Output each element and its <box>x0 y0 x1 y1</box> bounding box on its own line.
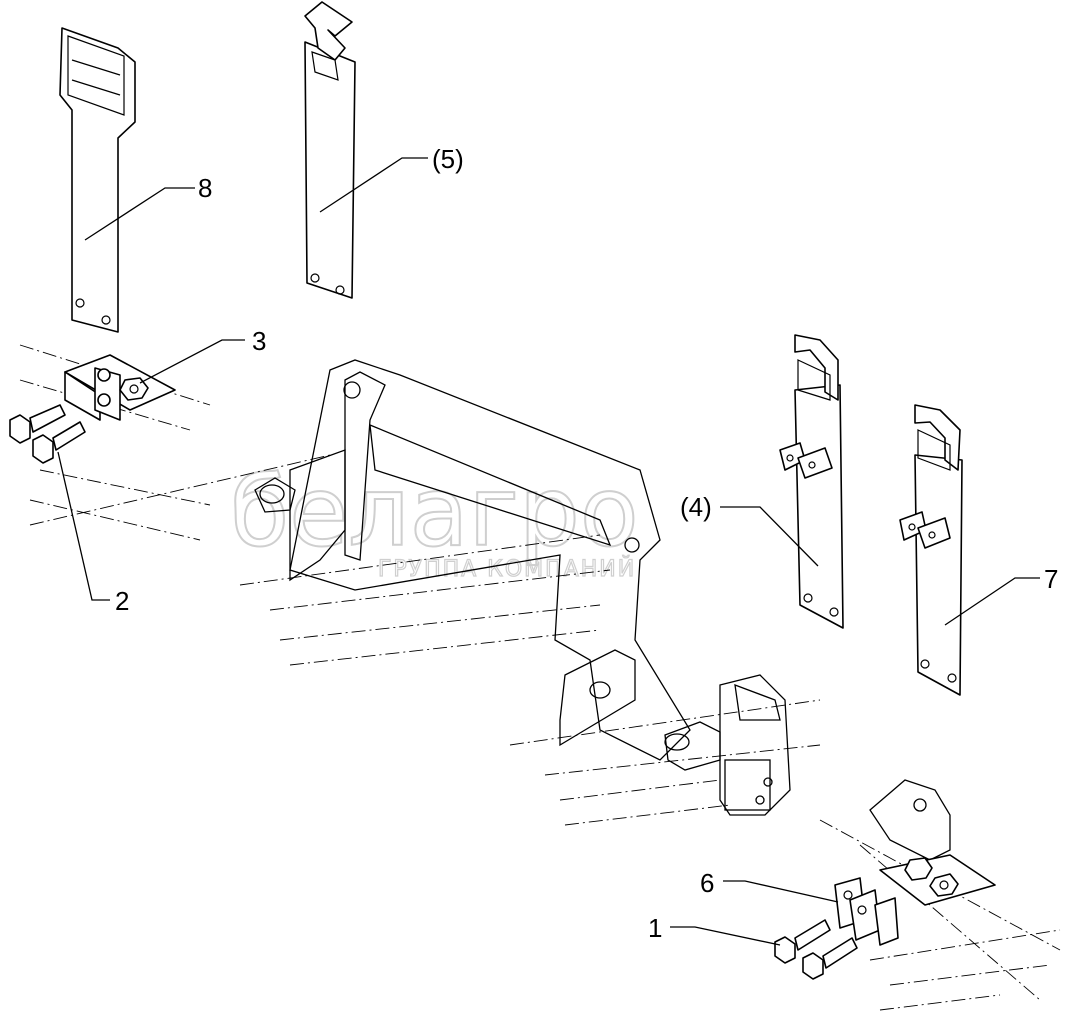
callout-3: 3 <box>252 326 266 356</box>
watermark-logo: белагро <box>230 456 639 568</box>
main-frame <box>254 359 791 816</box>
watermark-subtitle: ГРУППА КОМПАНИЙ <box>378 556 636 582</box>
left-hardware <box>9 354 176 464</box>
axis-lines <box>19 344 1061 1011</box>
callout-5: (5) <box>432 144 464 174</box>
callout-4: (4) <box>680 492 712 522</box>
strap-part-7 <box>899 404 963 696</box>
right-hardware <box>774 779 996 980</box>
strap-part-4 <box>779 334 844 629</box>
callout-8: 8 <box>198 173 212 203</box>
bracket-part-8 <box>59 27 136 333</box>
callout-2: 2 <box>115 586 129 616</box>
callout-labels: 8 (5) 3 2 (4) 7 6 1 <box>115 144 1058 943</box>
callout-1: 1 <box>648 913 662 943</box>
callout-6: 6 <box>700 868 714 898</box>
strap-part-5 <box>304 1 356 299</box>
leader-lines <box>57 157 1040 946</box>
callout-7: 7 <box>1044 564 1058 594</box>
